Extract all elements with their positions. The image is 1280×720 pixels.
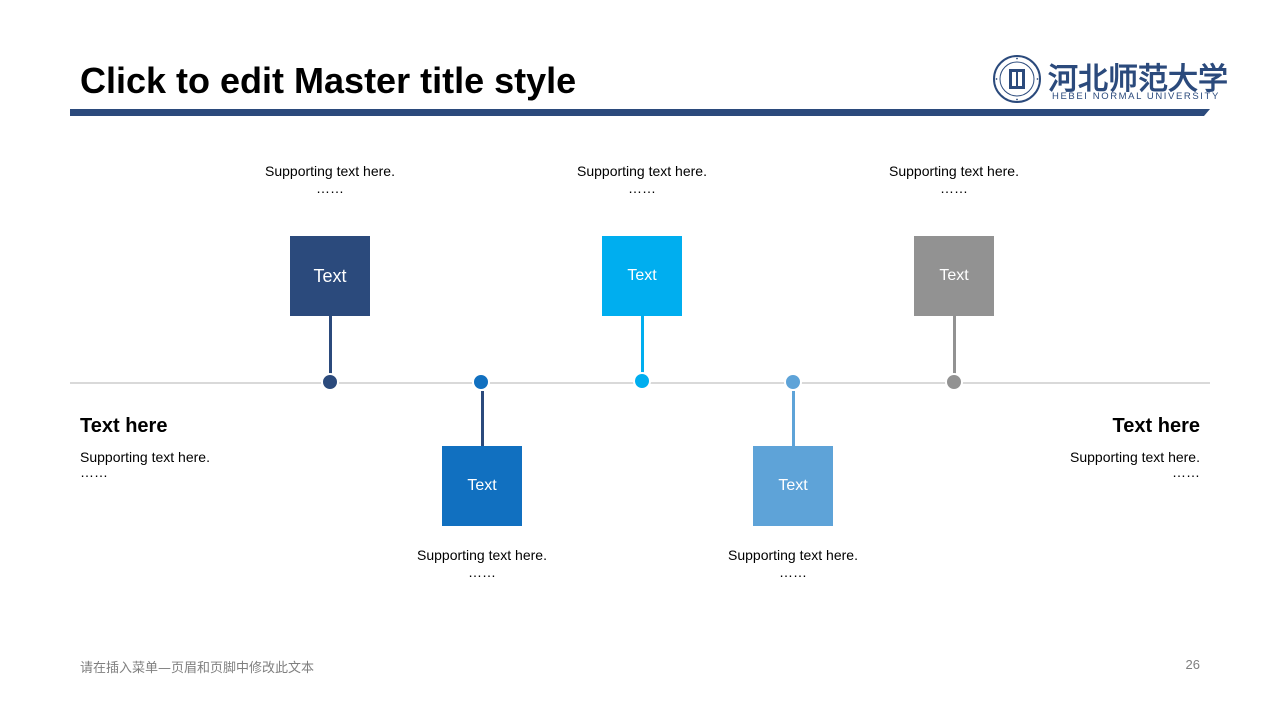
milestone-4-dot [784, 373, 802, 391]
milestone-2-box[interactable]: Text [442, 446, 522, 526]
milestone-1-box[interactable]: Text [290, 236, 370, 316]
right-block-ellipsis: …… [1172, 464, 1200, 480]
milestone-1-ellipsis: …… [316, 180, 344, 196]
milestone-2-ellipsis: …… [468, 564, 496, 580]
milestone-1-supporting-text[interactable]: Supporting text here. [265, 163, 395, 179]
milestone-5-ellipsis: …… [940, 180, 968, 196]
milestone-2-stem [481, 391, 484, 446]
milestone-4-ellipsis: …… [779, 564, 807, 580]
left-block-title[interactable]: Text here [80, 415, 168, 437]
slide-title[interactable]: Click to edit Master title style [80, 60, 577, 101]
university-logo [992, 54, 1042, 104]
university-seal-icon [993, 55, 1041, 103]
title-underline-bar [70, 109, 1204, 116]
milestone-4-supporting-text[interactable]: Supporting text here. [728, 547, 858, 563]
footer-text[interactable]: 请在插入菜单—页眉和页脚中修改此文本 [80, 661, 315, 676]
milestone-5-supporting-text[interactable]: Supporting text here. [889, 163, 1019, 179]
milestone-4-stem [792, 391, 795, 446]
milestone-2-supporting-text[interactable]: Supporting text here. [417, 547, 547, 563]
milestone-3-stem [641, 316, 644, 376]
milestone-3-dot [633, 372, 651, 390]
milestone-3-ellipsis: …… [628, 180, 656, 196]
milestone-1-dot [321, 373, 339, 391]
milestone-2-dot [472, 373, 490, 391]
left-block-ellipsis: …… [80, 464, 108, 480]
milestone-1-stem [329, 316, 332, 376]
page-number: 26 [1185, 657, 1200, 672]
logo-name-chinese: 河北师范大学 [1048, 62, 1228, 97]
milestone-3-box[interactable]: Text [602, 236, 682, 316]
right-block-supporting-text[interactable]: Supporting text here. [1070, 449, 1200, 465]
milestone-4-box[interactable]: Text [753, 446, 833, 526]
left-block-supporting-text[interactable]: Supporting text here. [80, 449, 210, 465]
milestone-3-supporting-text[interactable]: Supporting text here. [577, 163, 707, 179]
title-underline-tip [1204, 109, 1210, 116]
logo-name-english: HEBEI NORMAL UNIVERSITY [1052, 91, 1220, 102]
milestone-5-box[interactable]: Text [914, 236, 994, 316]
milestone-5-stem [953, 316, 956, 376]
right-block-title[interactable]: Text here [1112, 415, 1200, 437]
milestone-5-dot [945, 373, 963, 391]
